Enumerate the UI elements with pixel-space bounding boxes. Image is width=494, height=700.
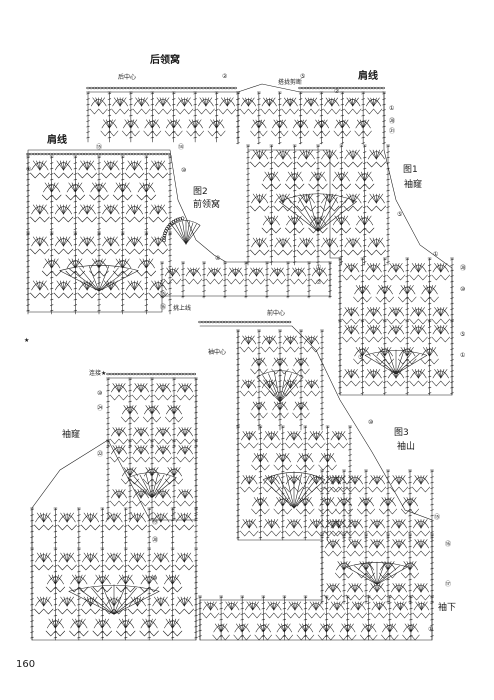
figure-3-armhole-panel bbox=[30, 372, 198, 641]
row-marker: ① bbox=[428, 626, 434, 633]
pick-up-label: 挑上线 bbox=[173, 305, 192, 312]
row-marker: ⑲ bbox=[152, 519, 159, 526]
front-neckline-label: 前领窝 bbox=[193, 200, 221, 210]
row-marker: ㉑ bbox=[389, 128, 396, 135]
row-marker: ⑭ bbox=[178, 144, 185, 151]
shoulder-line-left-label: 肩线 bbox=[47, 135, 67, 146]
armhole-right-label: 袖窿 bbox=[404, 180, 423, 190]
sleeve-bottom-label: 袖下 bbox=[438, 603, 457, 613]
row-marker: ① bbox=[433, 251, 439, 258]
row-marker: ① bbox=[26, 166, 32, 173]
row-marker: ⑩ bbox=[460, 286, 466, 293]
row-marker: ⑤ bbox=[397, 211, 403, 218]
fig1-label: 图1 bbox=[403, 165, 418, 175]
row-marker: ㉒ bbox=[97, 451, 104, 458]
back-neckline-label: 后领窝 bbox=[150, 55, 180, 66]
figure-2-front-panel bbox=[26, 149, 332, 315]
row-marker: ⑮ bbox=[96, 144, 103, 151]
row-marker: ⑩ bbox=[152, 575, 158, 582]
row-marker: ② bbox=[222, 73, 228, 80]
row-marker: ⑩ bbox=[181, 167, 187, 174]
fig2-label: 图2 bbox=[193, 187, 208, 197]
row-marker: ① bbox=[389, 105, 395, 112]
row-marker: ㉔ bbox=[97, 405, 104, 412]
page-number: 160 bbox=[16, 659, 36, 670]
row-marker: ⑤ bbox=[460, 331, 466, 338]
front-center-label: 前中心 bbox=[267, 310, 286, 317]
row-marker: ① bbox=[460, 352, 466, 359]
row-marker: ⑳ bbox=[152, 537, 159, 544]
row-marker: ① bbox=[316, 264, 322, 271]
join-star-label: 连接★ bbox=[89, 370, 107, 377]
row-marker: ㉘ bbox=[389, 118, 396, 125]
fig3-label: 图3 bbox=[394, 428, 409, 438]
sleeve-center-label: 袖中心 bbox=[208, 349, 227, 356]
row-marker: ⑯ bbox=[160, 304, 167, 311]
row-marker: ⑩ bbox=[97, 390, 103, 397]
row-marker: ⑯ bbox=[445, 541, 452, 548]
row-marker: ⑩ bbox=[368, 419, 374, 426]
armhole-left-label: 袖窿 bbox=[62, 430, 81, 440]
figure-3-sleeve-panel bbox=[198, 320, 434, 641]
row-marker: ⑰ bbox=[445, 581, 452, 588]
row-marker: ⑤ bbox=[300, 73, 306, 80]
star-mark: ★ bbox=[24, 337, 30, 344]
back-center-label: 后中心 bbox=[118, 74, 137, 81]
sleeve-cap-label: 袖山 bbox=[397, 442, 416, 452]
row-marker: ④ bbox=[215, 255, 221, 262]
figure-1-back-panel bbox=[86, 83, 454, 396]
lap-edge-note: 搭拢剪断 bbox=[278, 79, 303, 86]
shoulder-line-right-label: 肩线 bbox=[358, 71, 378, 82]
row-marker: ⑮ bbox=[434, 514, 441, 521]
row-marker: ⑦ bbox=[316, 279, 322, 286]
row-marker: ⑮ bbox=[160, 291, 167, 298]
row-marker: ㉘ bbox=[460, 265, 467, 272]
row-marker: ⑤ bbox=[358, 354, 364, 361]
row-marker: ② bbox=[334, 88, 340, 95]
